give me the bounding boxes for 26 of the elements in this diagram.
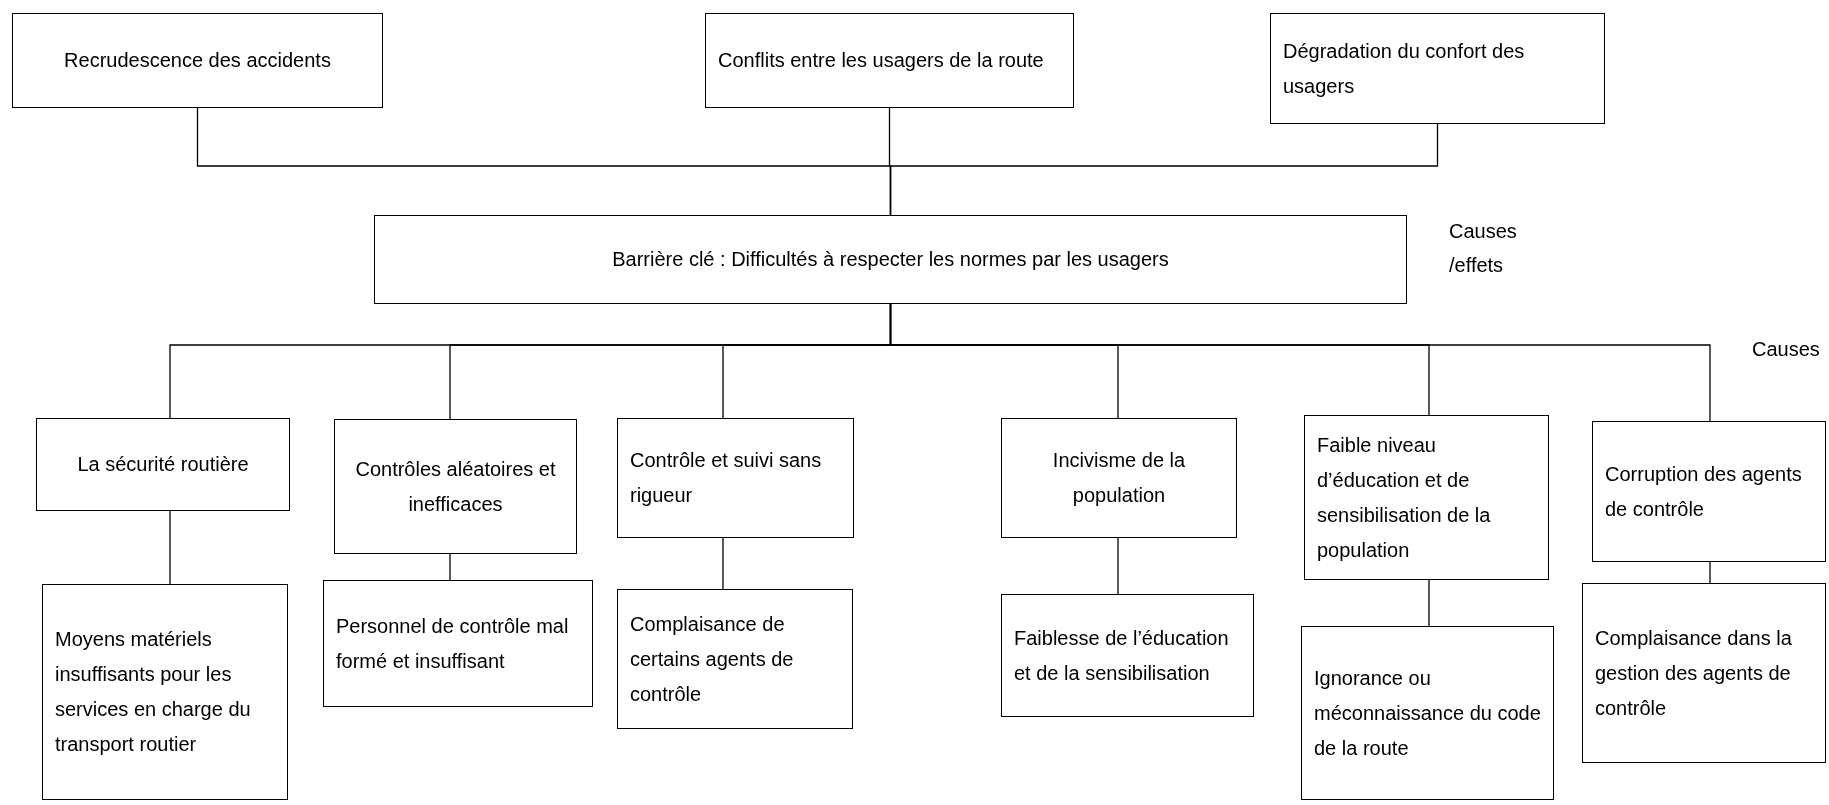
connector-line — [889, 123, 1439, 216]
connector-line — [169, 510, 171, 585]
text-box: Moyens matériels insuffisants pour les services en charge du transport routier — [42, 584, 288, 800]
text-box: Complaisance dans la gestion des agents de contrôle — [1582, 583, 1826, 763]
text-box: Faiblesse de l’éducation et de la sensibilisation — [1001, 594, 1254, 717]
text-box: Recrudescence des accidents — [12, 13, 383, 108]
connector-line — [1117, 537, 1119, 595]
text-box: Contrôle et suivi sans rigueur — [617, 418, 854, 538]
connector-line — [449, 553, 451, 581]
connector-line — [889, 303, 1711, 422]
text-box: Complaisance de certains agents de contrôle — [617, 589, 853, 729]
text-box: Incivisme de la population — [1001, 418, 1237, 538]
annotation-label: Causes — [1752, 337, 1821, 362]
text-box: Barrière clé : Difficultés à respecter les normes par les usagers — [374, 215, 1407, 304]
connector-line — [1709, 561, 1711, 584]
text-box: Faible niveau d’éducation et de sensibilisation de la population — [1304, 415, 1549, 580]
text-box: Conflits entre les usagers de la route — [705, 13, 1074, 108]
text-box: Personnel de contrôle mal formé et insuffisant — [323, 580, 593, 707]
text-box: Dégradation du confort des usagers — [1270, 13, 1605, 124]
text-box: Ignorance ou méconnaissance du code de la route — [1301, 626, 1554, 800]
text-box: Contrôles aléatoires et inefficaces — [334, 419, 577, 554]
annotation-label: Causes /effets — [1449, 219, 1518, 278]
connector-line — [722, 537, 724, 590]
text-box: Corruption des agents de contrôle — [1592, 421, 1826, 562]
text-box: La sécurité routière — [36, 418, 290, 511]
connector-line — [1428, 579, 1430, 627]
